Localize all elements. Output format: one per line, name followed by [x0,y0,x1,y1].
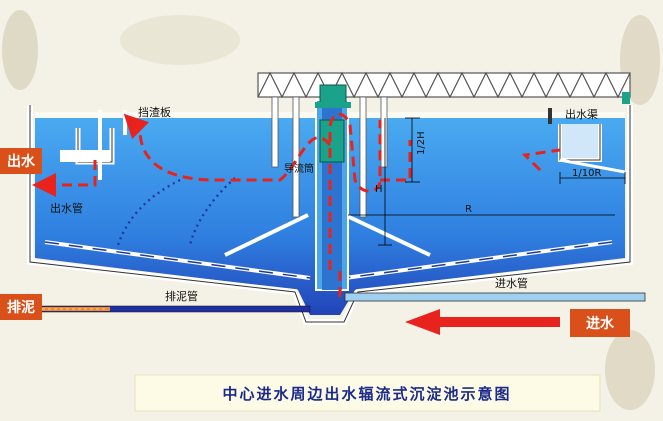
sediment-flow-lines [116,177,236,246]
central-column [271,84,388,291]
dim-h-label: H [375,184,383,195]
sludge-pipe-label: 排泥管 [165,289,198,303]
inlet-pipe-label: 进水管 [495,276,528,290]
title-banner: 中心进水周边出水辐流式沉淀池示意图 [134,374,601,412]
dim-half-h-label: 1/2H [416,131,427,155]
outlet-pipe-label: 出水管 [50,201,83,215]
inlet-water-badge: 进水 [570,309,630,337]
dim-r-label: R [465,204,472,215]
truss-bridge [257,71,631,99]
sludge-discharge-label: 排泥 [7,299,35,316]
right-outlet-channel [548,92,630,174]
sludge-discharge-badge: 排泥 [0,294,42,320]
scum-baffle-label: 挡渣板 [138,105,171,119]
inlet-arrow [405,309,560,335]
guide-tube-label: 导流筒 [284,162,314,175]
outlet-water-label: 出水 [7,153,36,170]
outlet-channel-label: 出水渠 [565,107,598,121]
dimension-lines [348,117,626,246]
inlet-pipe [344,292,646,302]
water-flow-path [32,112,561,299]
outlet-water-badge: 出水 [0,148,42,174]
scraper-arms [44,213,613,280]
diagram-title: 中心进水周边出水辐流式沉淀池示意图 [222,385,511,403]
sludge-pipe [39,305,311,313]
background-decoration [2,10,660,410]
dim-tenth-r-label: 1/10R [572,168,601,179]
inlet-water-label: 进水 [586,315,615,332]
